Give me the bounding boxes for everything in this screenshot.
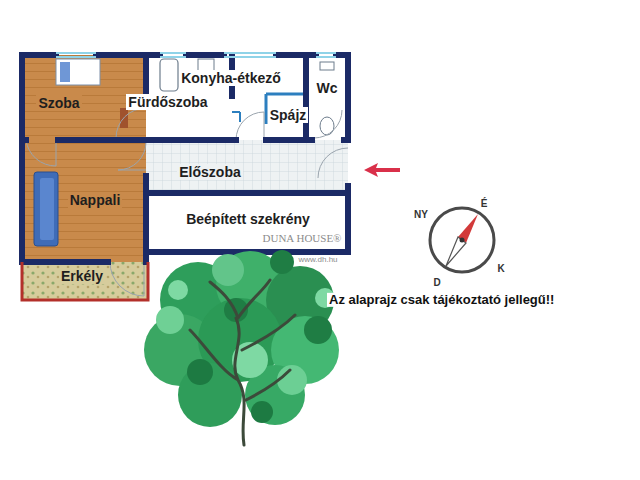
- room-label: Beépített szekrény: [184, 211, 312, 227]
- compass-needle: [446, 237, 466, 266]
- wall: [19, 55, 25, 262]
- entrance-arrow: [364, 163, 400, 177]
- room-label: Konyha-étkező: [179, 70, 283, 86]
- room: Nappali: [60, 188, 130, 212]
- sofa-seat: [40, 178, 54, 240]
- watermark: DUNA HOUSE®: [261, 232, 344, 244]
- compass-needle: [458, 214, 478, 243]
- room: Spájz: [265, 104, 312, 126]
- window: [224, 53, 276, 57]
- wall: [146, 137, 348, 143]
- wc-sink: [320, 62, 334, 70]
- door-swing: [118, 142, 146, 170]
- room-label: Fürdőszoba: [126, 94, 209, 110]
- door-swing: [318, 148, 348, 178]
- room-label: Spájz: [268, 107, 309, 123]
- compass-letter: D: [431, 277, 442, 288]
- room: Fürdőszoba: [120, 90, 216, 114]
- window: [316, 53, 336, 57]
- door-swing: [110, 262, 144, 296]
- pillow: [60, 62, 70, 82]
- room: Konyha-étkező: [156, 66, 306, 90]
- compass-ring: [430, 208, 494, 272]
- compass-letter: NY: [412, 209, 430, 220]
- floor: [22, 140, 146, 262]
- compass-pivot: [460, 238, 465, 243]
- door-swing: [116, 108, 146, 138]
- tree: [144, 250, 339, 445]
- room-label: Szoba: [36, 95, 81, 111]
- wall: [232, 112, 240, 122]
- bed: [56, 59, 100, 85]
- door-swing: [314, 110, 342, 138]
- room-label: Erkély: [59, 268, 105, 284]
- door-swing: [26, 140, 56, 166]
- window: [56, 53, 96, 57]
- wall: [22, 52, 348, 58]
- room: Wc: [310, 78, 344, 98]
- room-label: Nappali: [68, 192, 123, 208]
- room-label: Előszoba: [177, 164, 242, 180]
- window: [160, 53, 186, 57]
- toilet: [320, 117, 334, 135]
- room: Előszoba: [150, 160, 270, 184]
- wall: [22, 137, 146, 143]
- door-swing: [236, 112, 264, 140]
- wall: [22, 259, 108, 265]
- compass-letter: É: [479, 198, 490, 209]
- room: Erkély: [30, 265, 134, 287]
- watermark-url: www.dh.hu: [296, 256, 339, 265]
- balcony-floor: [22, 262, 148, 300]
- wall: [143, 55, 149, 262]
- compass: [430, 208, 494, 272]
- room: Beépített szekrény: [150, 206, 346, 232]
- note: Az alaprajz csak tájékoztató jellegű!!: [327, 293, 556, 307]
- room-label: Wc: [315, 80, 340, 96]
- wall: [345, 55, 351, 252]
- bathtub: [160, 59, 178, 91]
- room: Szoba: [22, 70, 96, 136]
- balcony-railing: [22, 262, 148, 300]
- floor: [146, 192, 348, 252]
- compass-letter: K: [495, 263, 506, 274]
- wall: [148, 190, 348, 196]
- floor: [146, 140, 348, 192]
- wall: [303, 55, 309, 138]
- sofa: [34, 172, 58, 246]
